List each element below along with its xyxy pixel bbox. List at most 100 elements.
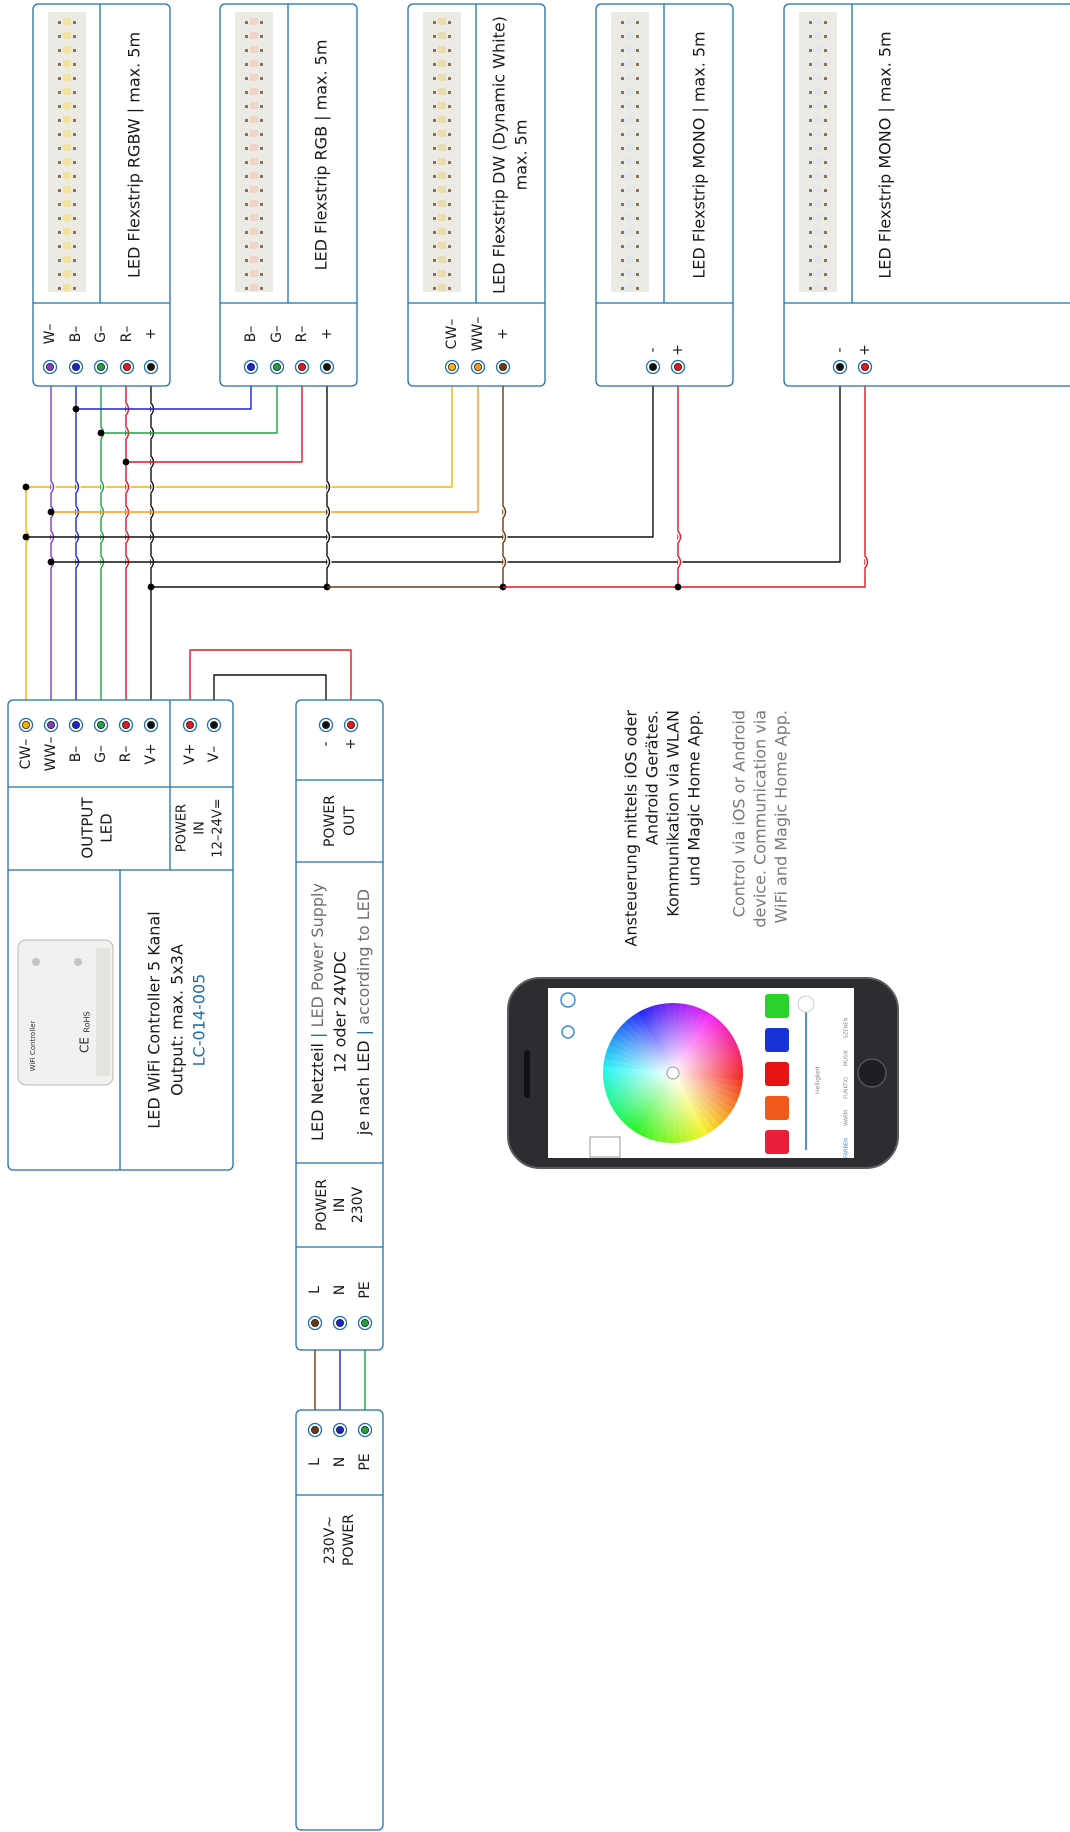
strip-led — [626, 74, 634, 81]
strip-pad — [636, 91, 639, 94]
pin-label: R– — [118, 746, 134, 763]
strip-pad — [621, 217, 624, 220]
strip-pad — [433, 259, 436, 262]
strip-pad — [58, 147, 61, 150]
strip-pad — [433, 189, 436, 192]
pin-label: PE — [357, 1453, 373, 1470]
junction-dot — [47, 558, 55, 566]
alarm-icon — [561, 1025, 575, 1039]
strip-led — [814, 158, 822, 165]
strip-pad — [636, 119, 639, 122]
strip-pad — [73, 133, 76, 136]
strip-led — [250, 18, 258, 25]
strip-led — [626, 60, 634, 67]
strip-pad — [636, 49, 639, 52]
strip-pad — [260, 91, 263, 94]
strip-pad — [260, 147, 263, 150]
strip-led — [626, 102, 634, 109]
strip-pad — [824, 49, 827, 52]
pin-label: W– — [42, 324, 58, 345]
strip-led — [63, 144, 71, 151]
wire-hop — [502, 530, 507, 544]
junction-dot — [147, 583, 155, 591]
strip-pad — [433, 49, 436, 52]
strip-led — [438, 60, 446, 67]
strip-pad — [448, 133, 451, 136]
strip-pad — [824, 147, 827, 150]
strip-pad — [260, 119, 263, 122]
strip-led — [250, 74, 258, 81]
strip-pad — [245, 105, 248, 108]
strip-led — [814, 74, 822, 81]
strip-led — [814, 46, 822, 53]
controller-photo-screw — [74, 958, 82, 966]
strip-led — [438, 158, 446, 165]
strip-pad — [636, 133, 639, 136]
terminal-dot — [246, 362, 255, 371]
strip-led — [250, 228, 258, 235]
strip-pad — [58, 273, 61, 276]
strip-pad — [824, 77, 827, 80]
strip-led — [63, 214, 71, 221]
controller-photo-lip — [96, 948, 110, 1076]
strip-pad — [824, 217, 827, 220]
strip-pad — [73, 287, 76, 290]
terminal-dot — [21, 721, 30, 730]
label-part: | — [354, 1025, 373, 1041]
phone-tab-label: SZENEN — [844, 1018, 850, 1039]
strip-led — [250, 214, 258, 221]
strip-photo — [423, 12, 461, 292]
pin-label: B– — [68, 326, 84, 343]
strip-led — [626, 46, 634, 53]
strip-led — [814, 32, 822, 39]
phone-home-button — [857, 1058, 887, 1088]
strip-led — [250, 270, 258, 277]
strip-led — [626, 172, 634, 179]
pin-label: WW– — [470, 317, 486, 352]
strip-led — [438, 116, 446, 123]
strip-pad — [73, 273, 76, 276]
strip-pad — [621, 287, 624, 290]
strip-photo — [235, 12, 273, 292]
strip-pad — [448, 91, 451, 94]
pin-label: L — [307, 1458, 323, 1466]
strip-pad — [621, 63, 624, 66]
strip-pad — [433, 77, 436, 80]
strip-led — [438, 32, 446, 39]
strip-pad — [448, 259, 451, 262]
terminal-dot — [72, 362, 81, 371]
wire-hop — [326, 530, 331, 544]
strip-led — [814, 270, 822, 277]
wire-hop — [326, 480, 331, 494]
strip-led — [814, 144, 822, 151]
strip-pad — [245, 147, 248, 150]
strip-pad — [621, 119, 624, 122]
strip-led — [250, 256, 258, 263]
text-layer: LED Flexstrip RGBW | max. 5mW–B–G–R–+LED… — [18, 16, 895, 1566]
strip-pad — [809, 161, 812, 164]
strip-pad — [824, 231, 827, 234]
strip-pad — [245, 175, 248, 178]
strip-led — [438, 284, 446, 291]
terminal-dot — [346, 721, 355, 730]
psu-power-in-3: 230V — [350, 1186, 366, 1223]
strip-led — [626, 228, 634, 235]
strip-led — [250, 186, 258, 193]
strip-pad — [433, 287, 436, 290]
controller-power-in: POWER — [175, 804, 190, 852]
strip-pad — [260, 105, 263, 108]
strip-led — [63, 32, 71, 39]
strip-pad — [621, 161, 624, 164]
strip-led — [250, 172, 258, 179]
pin-label: B– — [68, 746, 84, 763]
strip-pad — [621, 231, 624, 234]
psu-power-out-2: OUT — [342, 806, 358, 836]
strip-led — [63, 284, 71, 291]
strip-pad — [448, 217, 451, 220]
strip-led — [250, 158, 258, 165]
terminal-dot — [360, 1319, 369, 1328]
strip-pad — [433, 91, 436, 94]
pin-label: N — [332, 1457, 348, 1467]
strip-led — [814, 88, 822, 95]
strip-pad — [245, 273, 248, 276]
